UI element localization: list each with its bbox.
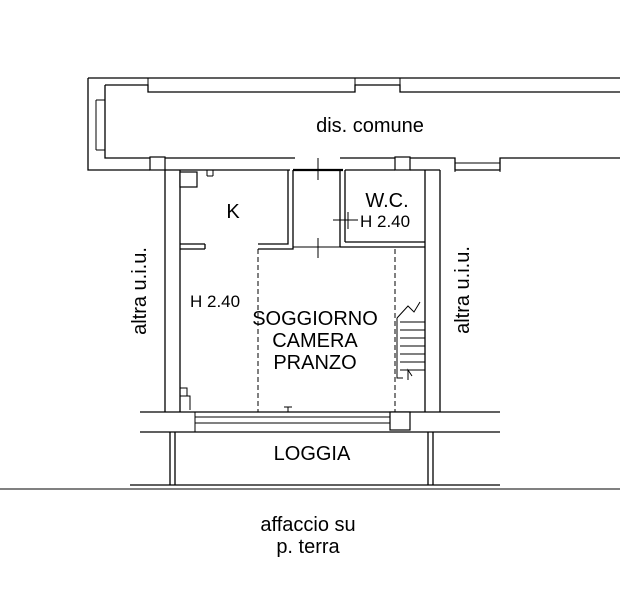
corridor-left-outer-wall (87, 78, 150, 171)
wc-height-marker (333, 212, 358, 229)
living-height-label: H 2.40 (190, 292, 240, 311)
apartment-walls (140, 158, 500, 433)
kitchen-living-wall (258, 170, 294, 250)
corridor-label: dis. comune (316, 115, 424, 137)
view-label-line1: affaccio su (260, 514, 355, 536)
corridor-top-inner-wall (105, 84, 620, 93)
loggia-right-wall (427, 432, 434, 485)
right-neighbor-label: altra u.i.u. (452, 246, 474, 334)
kitchen-stub-wall (180, 243, 206, 250)
corridor-left-window (95, 99, 105, 151)
wc-label: W.C. (365, 190, 408, 212)
stair-outline (396, 318, 403, 379)
left-neighbor-label: altra u.i.u. (129, 247, 151, 335)
wc-bottom-wall (340, 241, 425, 248)
corridor-left-inner-wall (104, 85, 150, 159)
stair-break-line (396, 301, 421, 319)
loggia-walls (0, 432, 620, 490)
stair-arrow (407, 368, 413, 380)
living-label-line3: PRANZO (273, 352, 356, 374)
kitchen-vent-mark (206, 170, 214, 177)
kitchen-shaft (179, 171, 198, 188)
window-mark-center (284, 406, 292, 412)
loggia-window-column (389, 411, 411, 431)
wc-left-wall (339, 170, 346, 247)
corridor-column-left (149, 156, 166, 171)
corridor-bottom-wall-right (410, 157, 620, 171)
corridor-right-ticks (454, 158, 501, 172)
stair-steps (400, 321, 425, 371)
corridor-column-right (394, 156, 411, 171)
staircase (396, 301, 425, 380)
wc-height-label: H 2.40 (360, 212, 410, 231)
loggia-label: LOGGIA (274, 443, 351, 465)
living-label-line1: SOGGIORNO (252, 308, 378, 330)
living-label-line2: CAMERA (272, 330, 358, 352)
view-label-line2: p. terra (276, 536, 340, 558)
corridor-walls (87, 77, 620, 172)
window-bracket-left (180, 387, 191, 410)
kitchen-label: K (226, 201, 240, 223)
loggia-left-wall (169, 432, 176, 485)
loggia-window-frame (194, 412, 390, 432)
internal-walls (180, 170, 425, 412)
corridor-top-window-ticks (147, 78, 401, 85)
